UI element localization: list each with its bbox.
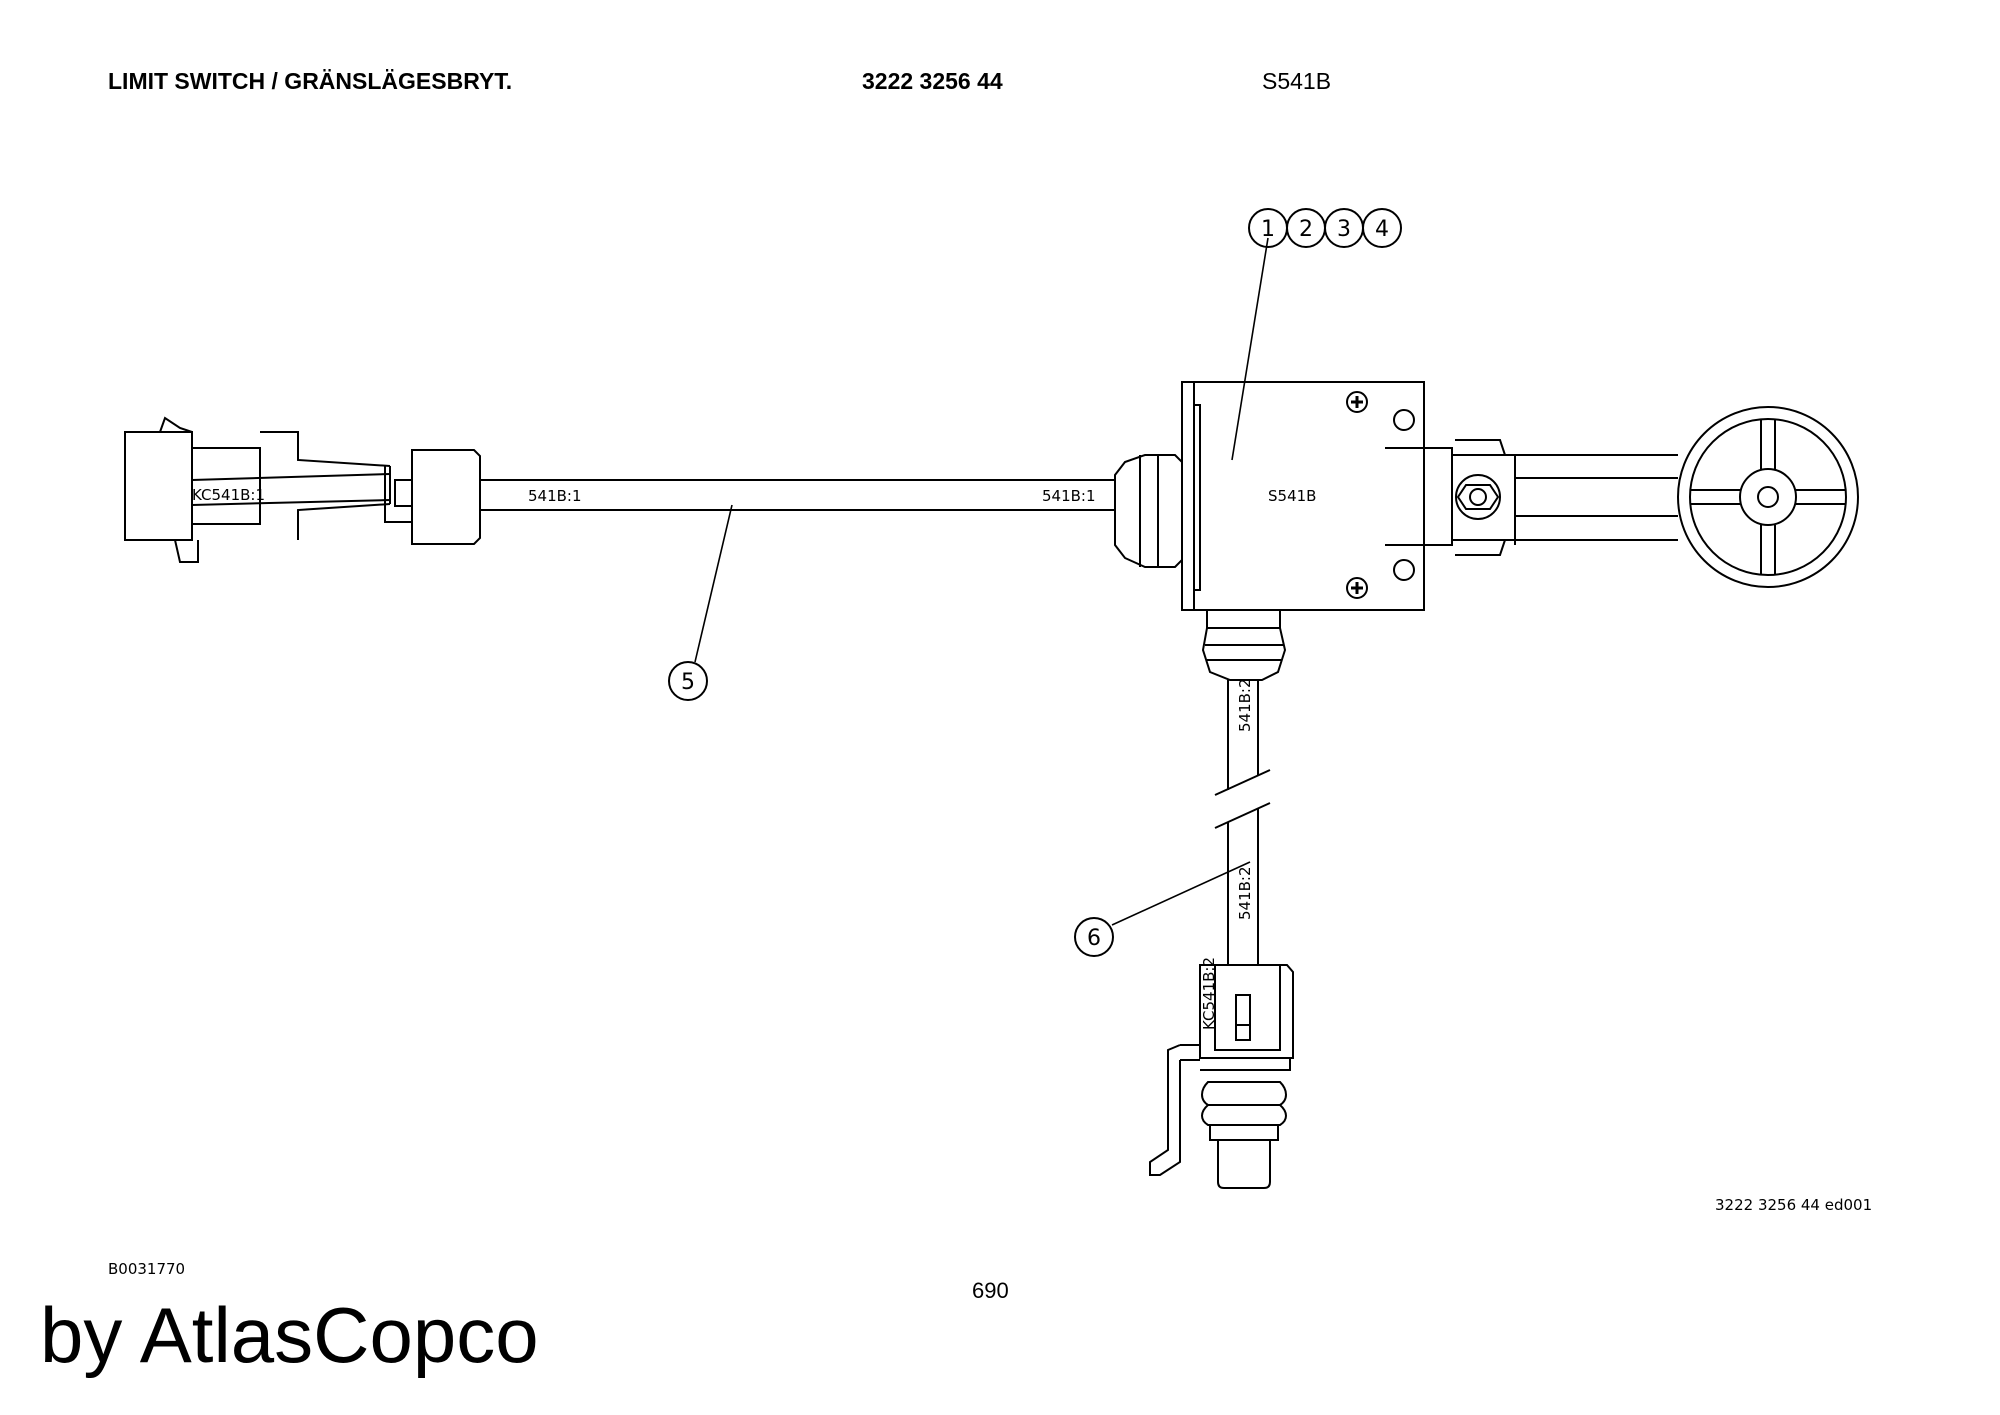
page-title: LIMIT SWITCH / GRÄNSLÄGESBRYT. <box>108 68 513 94</box>
callout-6 <box>1074 917 1114 957</box>
label-cable2-top: 541B:2 <box>1236 678 1254 732</box>
label-cable1-right: 541B:1 <box>1042 487 1096 505</box>
leader-lines <box>694 237 1269 926</box>
connector-left <box>124 416 481 563</box>
cable-gland-left <box>1114 454 1183 568</box>
roller-wheel <box>1677 406 1859 588</box>
callout-1-number: 1 <box>1261 217 1275 242</box>
actuator-arm <box>1423 439 1678 556</box>
label-cable1-left: 541B:1 <box>528 487 582 505</box>
cable-gland-bottom <box>1201 610 1287 681</box>
component-code: S541B <box>1262 68 1332 94</box>
callout-3-number: 3 <box>1337 217 1351 242</box>
label-connector-bottom: KC541B:2 <box>1200 957 1218 1030</box>
cable-541b-1 <box>480 479 1115 511</box>
label-cable2-bottom: 541B:2 <box>1236 866 1254 920</box>
label-connector-left: KC541B:1 <box>192 486 265 504</box>
cable-541b-2 <box>1214 680 1271 965</box>
edition-label: 3222 3256 44 ed001 <box>1715 1196 1873 1214</box>
callout-4 <box>1362 208 1402 248</box>
switch-body <box>1181 381 1425 611</box>
brand-watermark: by AtlasCopco <box>40 1291 539 1379</box>
callout-4-number: 4 <box>1375 217 1389 242</box>
page-number: 690 <box>972 1278 1009 1303</box>
callout-5 <box>668 661 708 701</box>
callout-2-number: 2 <box>1299 217 1313 242</box>
callout-6-number: 6 <box>1087 926 1101 951</box>
label-switch-body: S541B <box>1268 487 1316 505</box>
callout-5-number: 5 <box>681 670 695 695</box>
connector-bottom <box>1149 964 1294 1189</box>
document-reference: B0031770 <box>108 1260 186 1278</box>
part-number: 3222 3256 44 <box>862 68 1003 94</box>
